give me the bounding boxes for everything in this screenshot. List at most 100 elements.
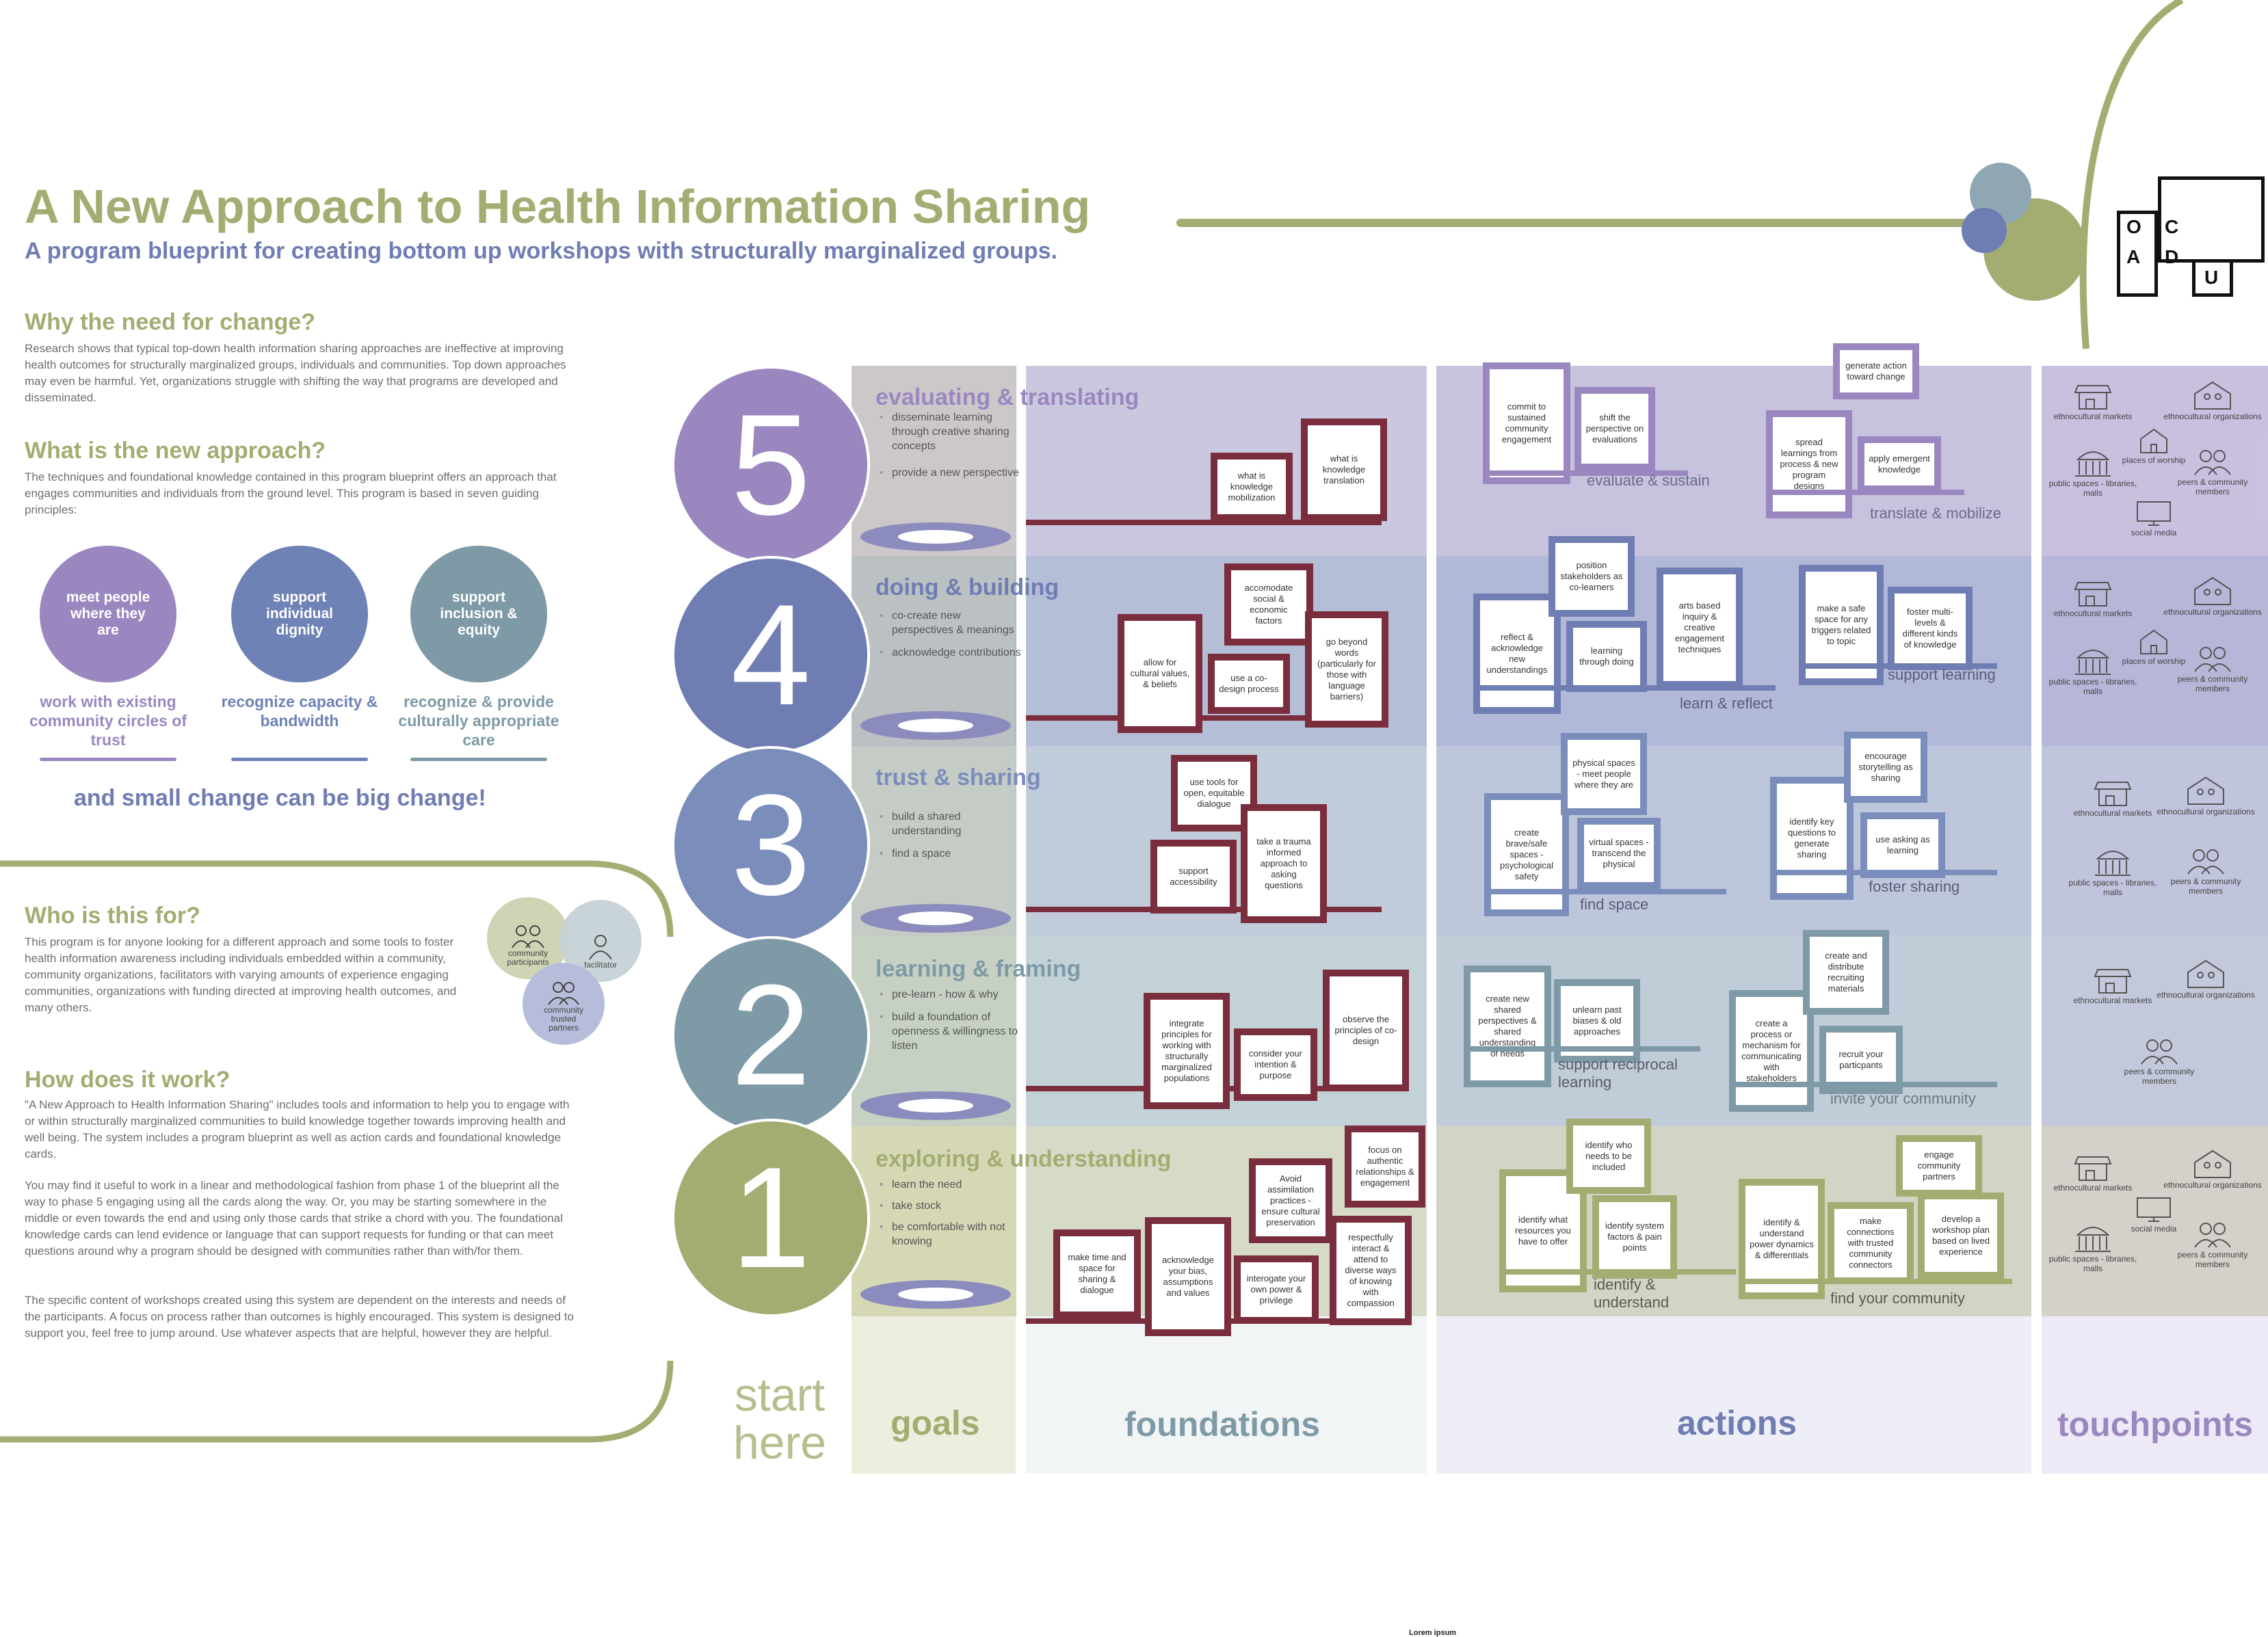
phase-3-action-shelf-2	[1770, 870, 1997, 875]
how-p2: You may find it useful to work in a line…	[25, 1179, 563, 1257]
phase-1-action-shelf-1	[1499, 1269, 1736, 1275]
phase-2-goals: pre-learn - how & whybuild a foundation …	[880, 987, 1022, 1059]
organization-icon	[2187, 959, 2224, 988]
principle-caption-2: recognize capacity & bandwidth	[221, 693, 378, 730]
partners-icon	[548, 982, 579, 1005]
foundation-card[interactable]: make time and space for sharing & dialog…	[1053, 1229, 1141, 1318]
foundation-card[interactable]: respectfully interact & attend to divers…	[1330, 1216, 1412, 1325]
action-card[interactable]: identify who needs to be included	[1566, 1119, 1651, 1194]
action-card[interactable]: create and distribute recruiting materia…	[1803, 930, 1889, 1015]
peers-icon	[2194, 1223, 2231, 1248]
phase-5-action-shelf-2	[1766, 490, 1964, 495]
action-card[interactable]: use asking as learning	[1860, 812, 1945, 878]
action-card[interactable]: identify system factors & pain points	[1592, 1195, 1677, 1279]
action-card[interactable]: apply emergent knowledge	[1858, 436, 1941, 492]
worship-icon	[2140, 629, 2167, 654]
phase-4-foundation-shelf	[1026, 715, 1382, 721]
foundation-card[interactable]: observe the principles of co-design	[1323, 970, 1409, 1091]
action-card[interactable]: learning through doing	[1566, 621, 1647, 692]
principle-caption-1: work with existing community circles of …	[29, 693, 187, 749]
touchpoint-item: social media	[2102, 499, 2205, 537]
phase-1-title: exploring & understanding	[875, 1146, 1172, 1172]
social-media-icon	[2137, 1197, 2171, 1222]
foundation-card[interactable]: consider your intention & purpose	[1234, 1028, 1317, 1101]
what-body: The techniques and foundational knowledg…	[25, 470, 557, 516]
worship-icon	[2140, 428, 2167, 453]
touchpoint-item: peers & community members	[2161, 646, 2264, 693]
foundation-card[interactable]: support accessibility	[1150, 840, 1237, 914]
foundation-card[interactable]: interogate your own power & privilege	[1234, 1255, 1319, 1324]
phase-5-title: evaluating & translating	[875, 384, 1139, 410]
peers-icon	[2194, 647, 2231, 672]
touchpoint-item: ethnocultural markets	[2042, 1154, 2144, 1193]
touchpoint-item: ethnocultural organizations	[2161, 576, 2264, 617]
phase-4-action-shelf-2	[1799, 663, 1997, 669]
phase-5-number: 5	[672, 366, 870, 564]
phase-4-action-shelf-1	[1473, 685, 1776, 691]
action-group-label: learn & reflect	[1680, 695, 1773, 712]
foundation-card[interactable]: use a co-design process	[1208, 654, 1290, 714]
title-rule	[1176, 219, 1997, 227]
touchpoint-item: places of worship	[2102, 427, 2205, 465]
person-icon	[589, 935, 612, 960]
action-card[interactable]: generate action toward change	[1833, 343, 1919, 399]
who-body: This program is for anyone looking for a…	[25, 935, 457, 1014]
phase-2-number: 2	[672, 936, 870, 1134]
action-card[interactable]: virtual spaces - transcend the physical	[1577, 818, 1661, 889]
phase-2-title: learning & framing	[875, 956, 1081, 982]
action-card[interactable]: create brave/safe spaces - psychological…	[1484, 793, 1569, 916]
action-group-label: find your community	[1830, 1290, 1965, 1307]
touchpoint-item: places of worship	[2102, 628, 2205, 666]
action-card[interactable]: physical spaces - meet people where they…	[1561, 733, 1647, 815]
foundation-card[interactable]: go beyond words (particularly for those …	[1305, 611, 1388, 728]
column-gap-1	[1016, 366, 1026, 1474]
principle-circle-3: support inclusion & equity	[410, 546, 547, 682]
foundations-label: foundations	[1124, 1405, 1321, 1443]
action-card[interactable]: encourage storytelling as sharing	[1844, 732, 1927, 803]
touchpoint-item: public spaces - libraries, malls	[2061, 847, 2164, 897]
action-card[interactable]: foster multi-levels & different kinds of…	[1888, 587, 1973, 670]
action-card[interactable]: reflect & acknowledge new understandings	[1473, 594, 1561, 714]
action-card[interactable]: develop a workshop plan based on lived e…	[1918, 1193, 2004, 1279]
peers-icon	[2141, 1039, 2178, 1065]
library-icon	[2095, 851, 2131, 876]
action-group-label: invite your community	[1830, 1090, 1976, 1107]
touchpoint-item: peers & community members	[2108, 1038, 2211, 1086]
foundation-card[interactable]: what is knowledge mobilization	[1211, 453, 1293, 521]
action-group-label: support learning	[1888, 666, 1996, 683]
touchpoint-item: public spaces - libraries, malls	[2042, 646, 2144, 696]
action-card[interactable]: spread learnings from process & new prog…	[1766, 410, 1852, 518]
foundation-card[interactable]: allow for cultural values, & beliefs	[1118, 614, 1202, 733]
foundation-card[interactable]: acknowledge your bias, assumptions and v…	[1145, 1217, 1231, 1336]
organization-icon	[2194, 576, 2231, 605]
phase-5-target	[860, 522, 1011, 551]
action-card[interactable]: commit to sustained community engagement	[1483, 362, 1570, 484]
how-p3: The specific content of workshops create…	[25, 1294, 574, 1340]
phase-1-goals: learn the needtake stockbe comfortable w…	[880, 1177, 1022, 1255]
phase-3-action-shelf-1	[1484, 889, 1726, 894]
goals-label: goals	[891, 1404, 980, 1442]
action-card[interactable]: arts based inquiry & creative engagement…	[1657, 568, 1743, 688]
foundation-card[interactable]: focus on authentic relationships & engag…	[1345, 1126, 1425, 1208]
library-icon	[2075, 451, 2111, 477]
foundation-card[interactable]: take a trauma informed approach to askin…	[1241, 804, 1327, 923]
foundation-card[interactable]: Avoid assimilation practices - ensure cu…	[1249, 1158, 1332, 1243]
touchpoints-column	[2042, 366, 2268, 1474]
principle-circle-2: support individual dignity	[231, 546, 368, 682]
action-card[interactable]: shift the perspective on evaluations	[1574, 387, 1655, 470]
phase-2-action-shelf-2	[1729, 1082, 1997, 1087]
action-card[interactable]: make connections with trusted community …	[1828, 1202, 1914, 1284]
action-group-label: translate & mobilize	[1870, 505, 2001, 522]
action-card[interactable]: create a process or mechanism for commun…	[1729, 990, 1814, 1112]
action-card[interactable]: engage community partners	[1896, 1135, 1982, 1197]
actions-column	[1436, 366, 2031, 1474]
action-card[interactable]: create new shared perspectives & shared …	[1464, 966, 1551, 1087]
action-group-label: evaluate & sustain	[1587, 472, 1710, 489]
start-here-label: start here	[733, 1369, 827, 1469]
foundation-card[interactable]: accomodate social & economic factors	[1224, 563, 1313, 646]
action-card[interactable]: position stakeholders as co-learners	[1548, 536, 1635, 617]
foundation-card[interactable]: what is knowledge translation	[1301, 418, 1387, 521]
action-card[interactable]: identify key questions to generate shari…	[1770, 777, 1854, 900]
foundation-card[interactable]: integrate principles for working with st…	[1144, 993, 1230, 1109]
what-heading: What is the new approach?	[25, 438, 326, 464]
